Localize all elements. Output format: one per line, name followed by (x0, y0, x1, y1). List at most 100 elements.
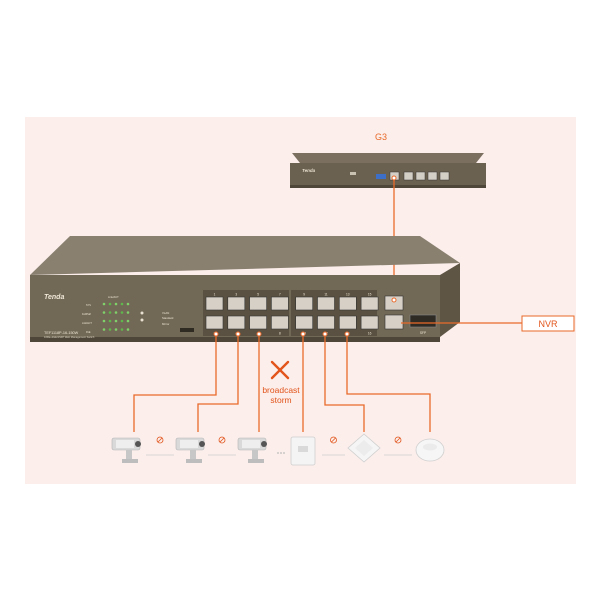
rj45-port-bottom (317, 315, 335, 330)
port-led (108, 319, 112, 323)
no-link-slash (219, 437, 225, 443)
camera-icon (175, 437, 205, 463)
port-number: 9 (303, 293, 305, 297)
nvr-label: NVR (538, 319, 558, 329)
nvr-box (521, 315, 575, 332)
status-led (140, 311, 144, 315)
led-label: SYS (86, 304, 91, 307)
rj45-port-top (295, 296, 314, 311)
camera-icon (111, 437, 141, 463)
no-link-icon (394, 436, 402, 444)
router-port (415, 171, 426, 181)
sfp-label: SFP (420, 331, 426, 335)
port-number: 15 (368, 293, 372, 297)
rj45-port-top (271, 296, 289, 311)
port-number: 3 (235, 293, 237, 297)
link-camera-2 (197, 332, 239, 432)
port-led (126, 328, 130, 331)
port-led (120, 328, 124, 331)
link-camera-1 (133, 332, 217, 432)
rj45-port-top (249, 296, 267, 311)
router-label: G3 (375, 132, 387, 142)
port-number: 5 (257, 293, 259, 297)
mode-switch (180, 328, 194, 332)
rj45-port-bottom (227, 315, 246, 330)
no-link-icon (218, 436, 226, 444)
rj45-port-bottom (271, 315, 289, 330)
uplink-port-bottom (384, 314, 404, 330)
port-dot (391, 297, 397, 303)
led-label: Link/ACT (82, 322, 92, 325)
no-link-icon (330, 436, 337, 444)
ceiling-ap-square-icon (347, 433, 381, 463)
router-brand: Tenda (302, 168, 316, 173)
mode-label: Standard (162, 316, 174, 320)
led-label: PoE (86, 331, 91, 334)
led-panel (102, 302, 130, 331)
ellipsis-icon (277, 452, 285, 454)
port-led (120, 311, 124, 314)
port-number: 8 (279, 332, 281, 336)
broadcast-label-line1: broadcast (262, 385, 300, 395)
port-dot (322, 331, 328, 337)
sfp-slot (409, 314, 437, 328)
router-port (427, 171, 438, 181)
port-led (102, 302, 106, 306)
switch-model: TEF1118P-16-150W (44, 331, 79, 335)
rj45-port-top (317, 296, 335, 311)
port-led (114, 302, 118, 306)
uplink-port-top (384, 295, 404, 311)
port-led (108, 302, 112, 306)
port-dot (235, 331, 241, 337)
port-number: 7 (279, 293, 281, 297)
port-led (126, 311, 130, 314)
port-number: 13 (346, 293, 350, 297)
broadcast-blocked-icon (270, 360, 290, 380)
led-header: Link/ACT (108, 295, 119, 299)
ceiling-ap-round-icon (415, 438, 445, 462)
led-label: Full/Half (82, 313, 91, 316)
port-dot (213, 331, 219, 337)
link-ap-3 (346, 332, 431, 432)
mode-label: Mirror (162, 322, 169, 326)
rj45-port-bottom (360, 315, 379, 330)
port-dot (300, 331, 306, 337)
port-led (126, 319, 130, 323)
port-number: 1 (214, 293, 216, 297)
no-link-slash (331, 437, 336, 443)
rj45-port-top (360, 296, 379, 311)
port-led (102, 311, 106, 314)
rj45-port-bottom (205, 315, 224, 330)
device-links (133, 332, 431, 432)
port-dot (256, 331, 262, 337)
camera-icon (237, 437, 267, 463)
port-led (102, 319, 106, 323)
rj45-port-bottom (338, 315, 357, 330)
rj45-port-top (205, 296, 224, 311)
port-led (102, 328, 106, 331)
router-port (439, 171, 450, 181)
rj45-port-top (227, 296, 246, 311)
no-link-slash (395, 437, 401, 443)
mode-label: VLAN (162, 311, 169, 315)
port-led (114, 319, 118, 323)
switch-description: 16FE+1GE/1SFP Web Management Switch (44, 335, 95, 339)
rj45-port-bottom (295, 315, 314, 330)
port-led (108, 328, 112, 331)
port-led (126, 302, 130, 306)
switch-device: Tenda TEF1118P-16-150W 16FE+1GE/1SFP Web… (30, 236, 460, 342)
rj45-port-top (338, 296, 357, 311)
wall-ap-icon (290, 436, 316, 466)
port-led (108, 311, 112, 314)
router-port (403, 171, 414, 181)
no-link-slash (157, 437, 163, 443)
port-dot (344, 331, 350, 337)
port-dot (391, 175, 397, 181)
port-led (114, 328, 118, 331)
router-usb-port (376, 174, 386, 179)
port-number: 16 (368, 332, 372, 336)
rj45-port-bottom (249, 315, 267, 330)
port-led (120, 319, 124, 323)
isolation-markers (146, 436, 412, 456)
